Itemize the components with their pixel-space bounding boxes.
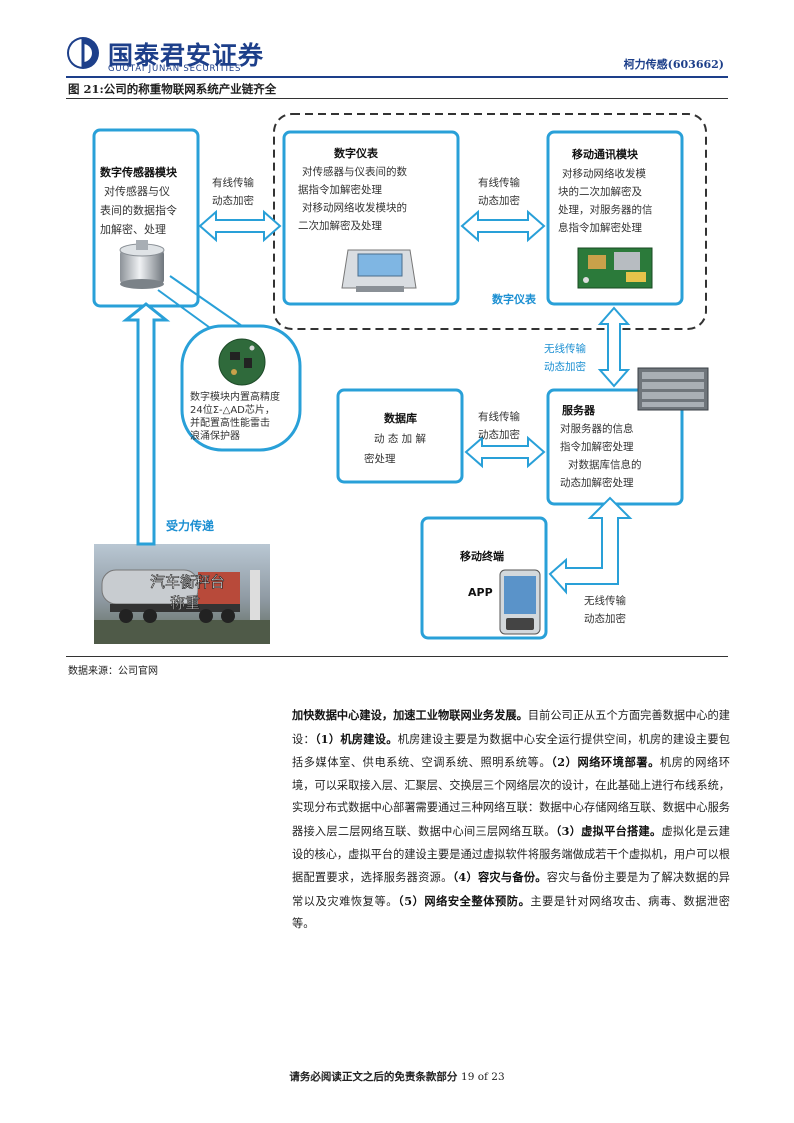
header-divider [66,76,728,78]
sensor-module-line1: 对传感器与仪 [104,184,170,198]
instrument-line3: 对移动网络收发模块的 [302,201,407,214]
point2-heading: （2）网络环境部署。 [551,755,660,770]
figure-source: 数据来源：公司官网 [68,666,158,677]
point4-heading: （4）容灾与备份。 [452,870,547,885]
server-rack-icon [637,367,709,411]
point2-text: 机房的网络环境，可以采取接入层、汇聚层、交换层三个网络层次的设计，在此基础上进行… [292,756,730,838]
point5-heading: （5）网络安全整体预防。 [398,893,531,908]
chip-note-bubble [180,324,302,452]
point3-text: 虚拟化是云建设的核心，虚拟平台的建设主要是通过虚拟软件将服务端做成若干个虚拟机，… [292,824,730,885]
figure-bottom-divider [66,656,728,657]
truck-label-line1: 汽车衡秤台 [150,573,225,591]
intro-text: 目前公司正从五个方面完善数据中心的建设： [292,709,730,746]
wireless2-line1: 无线传输 [584,594,626,607]
server-line1: 对服务器的信息 [560,422,634,435]
figure-title-divider [66,98,728,99]
wired-arrow-2 [460,209,546,243]
body-paragraph: 加快数据中心建设，加速工业物联网业务发展。目前公司正从五个方面完善数据中心的建设… [292,704,730,936]
server-line4: 动态加解密处理 [560,476,634,489]
smartphone-icon [499,569,541,635]
truck-scale-photo [94,544,270,644]
force-transfer-label: 受力传递 [166,518,214,533]
server-line2: 指令加解密处理 [560,440,634,453]
instrument-title: 数字仪表 [334,146,379,160]
wired2-line1: 有线传输 [478,176,520,189]
wireless1-line2: 动态加密 [544,360,586,373]
stock-label: 柯力传感(603662) [623,58,724,71]
figure-title: 图 21:公司的称重物联网系统产业链齐全 [68,82,277,96]
wireless2-line2: 动态加密 [584,612,626,625]
point1-heading: （1）机房建设。 [314,731,398,746]
wireless-arrow-1 [597,306,631,388]
wired3-line1: 有线传输 [478,410,520,423]
lead-sentence: 加快数据中心建设，加速工业物联网业务发展。 [292,708,528,722]
point1-text: 机房建设主要是为数据中心安全运行提供空间，机房的建设主要包括多媒体室、供电系统、… [292,732,730,770]
mobile-module-line4: 息指令加解密处理 [558,221,642,234]
chip-note-line2: 24位Σ-△AD芯片， [190,403,275,416]
sensor-module-line3: 加解密、处理 [100,222,166,236]
database-line1: 动 态 加 解 [374,432,427,445]
database-title: 数据库 [384,411,417,425]
terminal-app: APP [468,586,493,599]
chip-note-line1: 数字模块内置高精度 [190,390,280,403]
mobile-module-line1: 对移动网络收发模 [562,167,646,180]
wireless-arrow-2 [548,496,633,595]
point5-text: 主要是针对网络攻击、病毒、数据泄密等。 [292,894,730,931]
iot-system-diagram: 数字仪表 数字传感器模块 对传感器与仪 表间的数据指令 加解密、处理 数字模块内… [92,113,709,644]
wired2-line2: 动态加密 [478,194,520,207]
instrument-line2: 据指令加解密处理 [298,183,382,196]
server-title: 服务器 [562,403,596,417]
mobile-module-line2: 块的二次加解密及 [558,185,642,198]
page-footer: 请务必阅读正文之后的免责条款部分 19 of 23 [0,1069,794,1084]
wired-arrow-3 [464,435,546,469]
truck-label-line2: 称重 [170,594,200,612]
gsm-module-board-icon [577,247,653,289]
sensor-module-title: 数字传感器模块 [100,165,178,179]
terminal-title: 移动终端 [460,549,504,563]
instrument-box [282,130,460,306]
page-number: 19 of 23 [461,1071,505,1083]
database-line2: 密处理 [364,452,396,465]
mobile-module-line3: 处理，对服务器的信 [558,203,653,216]
disclaimer-text: 请务必阅读正文之后的免责条款部分 [289,1071,458,1083]
wired-arrow-1 [198,209,282,243]
instrument-line4: 二次加解密及处理 [298,219,382,232]
load-cell-sensor-icon [119,240,165,289]
company-name-en: GUOTAI JUNAN SECURITIES [108,64,242,74]
circuit-board-icon [218,338,266,386]
wired1-line2: 动态加密 [212,194,254,207]
instrument-line1: 对传感器与仪表间的数 [302,165,407,178]
wired3-line2: 动态加密 [478,428,520,441]
database-box [336,388,464,484]
sensor-module-line2: 表间的数据指令 [100,203,177,217]
force-transfer-arrow [121,302,171,546]
weighing-indicator-icon [341,249,417,292]
wired1-line1: 有线传输 [212,176,254,189]
wireless1-line1: 无线传输 [544,342,586,355]
guotai-junan-logo-icon [67,37,99,69]
chip-note-line4: 浪涌保护器 [190,429,240,442]
chip-note-line3: 并配置高性能雷击 [190,416,270,429]
company-name-cn: 国泰君安证券 [108,41,265,70]
server-line3: 对数据库信息的 [568,458,642,471]
point4-text: 容灾与备份主要是为了解决数据的异常以及灾难恢复等。 [292,871,730,908]
point3-heading: （3）虚拟平台搭建。 [555,823,662,838]
mobile-module-title: 移动通讯模块 [572,147,639,161]
group-label: 数字仪表 [492,292,537,306]
